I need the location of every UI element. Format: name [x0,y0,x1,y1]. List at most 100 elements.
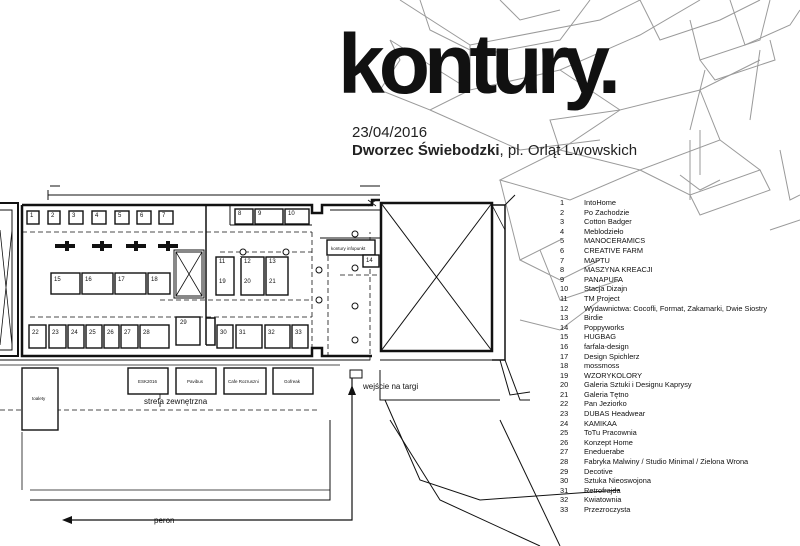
legend-exhibitor-name: Birdie [584,313,603,323]
venue-address: , pl. Orląt Lwowskich [499,142,638,159]
stand [81,272,114,295]
outdoor-stall-cafe: Cafe Rozruszni [228,379,259,384]
stand [362,254,380,268]
stand [326,239,376,256]
stand [158,210,174,225]
stand-number-6: 6 [140,213,144,219]
legend-number: 8 [560,265,565,275]
stand-number-30: 30 [220,330,227,336]
stand-number-25: 25 [89,330,96,336]
stand [103,324,120,349]
legend-number: 23 [560,409,569,419]
stand [28,324,47,349]
stand [215,256,235,296]
decorative-furniture-sketch [379,0,800,331]
right-hall [379,201,494,353]
stand [120,324,139,349]
outdoor-stall-gofreak: Gofreak [284,379,301,384]
legend-exhibitor-name: HUGBAG [584,332,617,342]
stand-number-14: 14 [366,258,373,264]
info-point-label: kontury infopunkt [331,246,366,251]
legend-exhibitor-name: Pan Jeziorko [584,399,627,409]
stand [147,272,171,295]
stand [50,272,81,295]
stand [175,316,201,346]
stand [67,324,85,349]
stand-number-32: 32 [268,330,275,336]
legend-number: 13 [560,313,569,323]
stand [48,324,67,349]
legend-number: 19 [560,370,569,380]
stand [235,324,263,349]
stand-number-22: 22 [32,330,39,336]
legend-number: 25 [560,428,569,438]
stand-number-4: 4 [95,213,99,219]
legend-exhibitor-name: Design Spichlerz [584,351,640,361]
stand-number-27: 27 [124,330,131,336]
legend-number: 32 [560,495,569,505]
platform-label: peron [154,516,175,525]
stand [240,257,241,258]
legend-exhibitor-name: Wydawnictwa: Cocofli, Format, Zakamarki,… [584,303,768,313]
stand [91,210,107,225]
stand-number-9: 9 [258,211,262,217]
stand-number-1: 1 [30,213,34,219]
legend-exhibitor-name: mossmoss [584,361,620,371]
stand [284,208,310,225]
legend-exhibitor-name: Sztuka Nieoswojona [584,476,651,486]
stand-number-26: 26 [107,330,114,336]
entrance-label: wejście na targi [363,382,419,391]
legend-number: 10 [560,284,569,294]
stand [291,324,309,349]
legend-number: 33 [560,505,569,514]
stand-number-31: 31 [239,330,246,336]
legend-number: 2 [560,207,565,217]
legend-exhibitor-name: Stacja Dizajn [584,284,628,294]
legend-exhibitor-name: Kwiatownia [584,495,622,505]
stand-number-33: 33 [295,330,302,336]
stand [68,210,84,225]
legend-number: 29 [560,466,569,476]
outdoor-stall [272,367,314,395]
legend-number: 4 [560,226,565,236]
stand-number-10: 10 [288,211,295,217]
legend-item: 32 Kwiatownia [560,495,798,505]
stand [240,256,265,296]
outdoor-stall-pavibus: Pavibus [187,379,204,384]
legend-number: 18 [560,361,569,371]
stand-number-13: 13 [269,259,276,265]
legend-number: 5 [560,236,565,246]
legend-number: 15 [560,332,569,342]
legend-exhibitor-name: Retrofrajda [584,485,621,495]
event-date: 23/04/2016 [352,124,428,141]
stand-number-23: 23 [52,330,59,336]
stand-number-15: 15 [54,277,61,283]
stand-number-29: 29 [180,320,187,326]
legend-exhibitor-name: Po Zachodzie [584,207,630,217]
stand [47,210,61,225]
stand-number-5: 5 [118,213,122,219]
stand-number-11: 11 [219,259,226,265]
legend-exhibitor-name: Meblodzieło [584,226,624,236]
stand [26,210,40,225]
outdoor-stall [175,367,217,395]
event-venue: Dworzec Świebodzki, pl. Orląt Lwowskich [352,142,637,159]
stand-number-21: 21 [269,279,276,285]
